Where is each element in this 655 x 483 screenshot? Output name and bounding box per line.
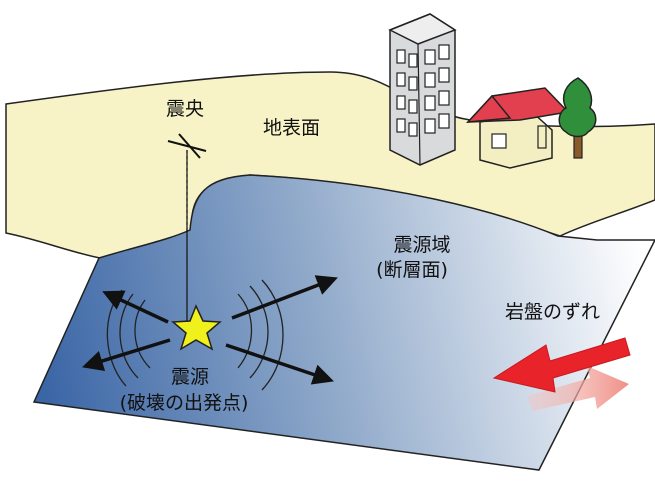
- hypocenter-star: [171, 304, 222, 351]
- source-region-label: 震源域: [393, 234, 451, 256]
- house-icon: [466, 87, 570, 169]
- rock-slip-arrows: [492, 337, 631, 411]
- house-door: [537, 125, 547, 149]
- house-window: [491, 133, 507, 149]
- epicenter-mark: [167, 133, 207, 159]
- building-icon: [388, 13, 457, 166]
- tree-icon: [558, 77, 597, 159]
- rock-slip-label: 岩盤のずれ: [505, 301, 601, 323]
- ground-surface-label: 地表面: [263, 117, 321, 139]
- fault-plane: [32, 174, 655, 471]
- rupture-arrows: [81, 275, 338, 385]
- hypocenter-label: 震源: [170, 366, 209, 388]
- fault-plane-label: (断層面): [376, 259, 448, 281]
- hypocenter-note-label: (破壊の出発点): [119, 392, 249, 414]
- epicenter-label: 震央: [166, 98, 205, 120]
